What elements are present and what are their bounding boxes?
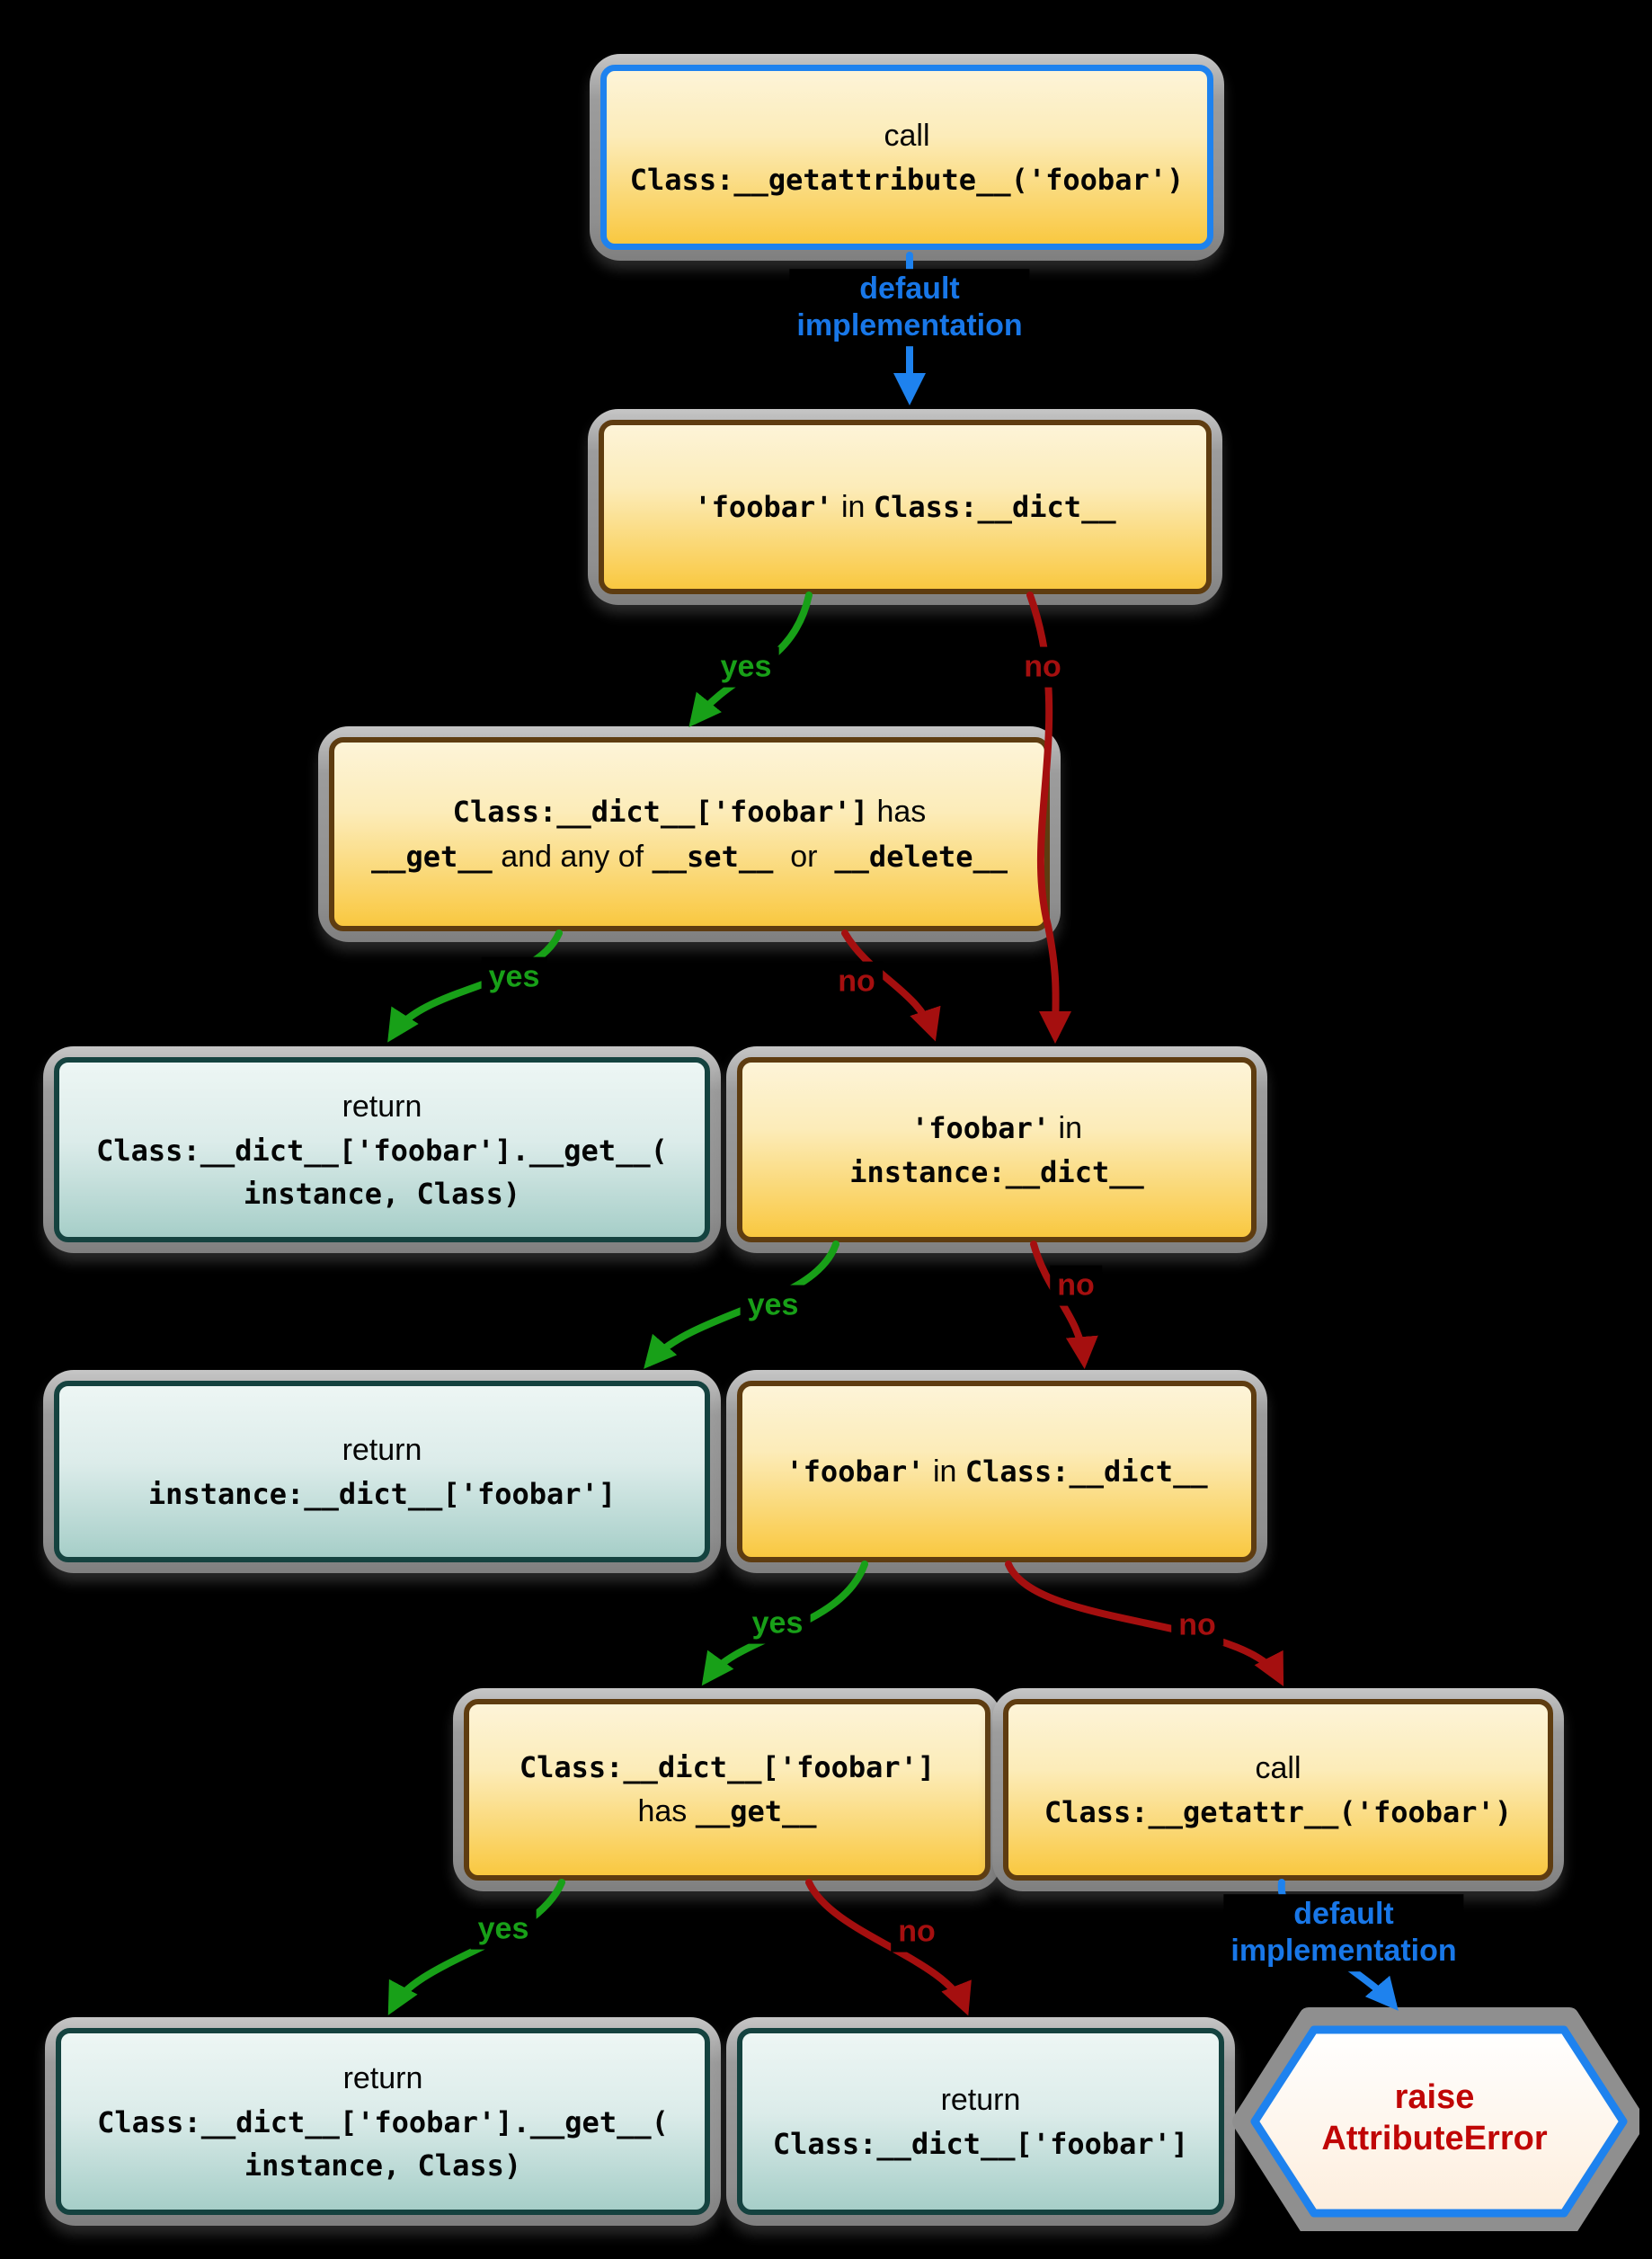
code-text: Class:__dict__['foobar'] (519, 1749, 936, 1784)
plain-text: in (832, 489, 874, 524)
plain-text: raise (1394, 2078, 1475, 2117)
plain-text: in (924, 1454, 965, 1489)
edge-label-default-2: default implementation (1223, 1894, 1464, 1971)
edge-label-no-4: no (1171, 1605, 1223, 1646)
code-text: Class:__dict__['foobar'].__get__( (96, 1134, 668, 1169)
code-text: Class:__dict__ (873, 489, 1116, 524)
plain-text: has (637, 1793, 696, 1828)
node-check-instance-dict-box: 'foobar' in instance:__dict__ (737, 1057, 1257, 1242)
edge-label-yes-2: yes (481, 956, 547, 998)
plain-text: return (342, 1432, 422, 1467)
code-text: __set__ (652, 840, 774, 874)
node-check-class-dict-2: 'foobar' in Class:__dict__ (726, 1370, 1267, 1573)
plain-text: return (940, 2082, 1021, 2117)
code-text: Class:__getattr__('foobar') (1044, 1795, 1513, 1830)
code-text: Class:__dict__['foobar'] (772, 2127, 1189, 2162)
node-return-instance-dict: return instance:__dict__['foobar'] (43, 1370, 721, 1573)
code-text: Class:__dict__ (964, 1454, 1208, 1489)
plain-text: call (884, 118, 930, 153)
hexagon-border (1250, 2025, 1628, 2218)
plain-text: call (1255, 1750, 1301, 1785)
node-raise-attribute-error (1232, 2007, 1639, 2231)
plain-text: AttributeError (1321, 2120, 1548, 2157)
node-check-nondata-descriptor: Class:__dict__['foobar']has __get__ (453, 1688, 1001, 1891)
code-text: __get__ (695, 1793, 817, 1828)
plain-text: in (1050, 1110, 1083, 1145)
code-text: Class:__getattribute__('foobar') (629, 163, 1185, 198)
node-check-instance-dict: 'foobar' in instance:__dict__ (726, 1046, 1267, 1253)
code-text: __delete__ (834, 840, 1008, 874)
code-text: 'foobar' (910, 1110, 1051, 1145)
node-return-instance-dict-box: return instance:__dict__['foobar'] (54, 1381, 710, 1562)
code-text: 'foobar' (694, 489, 833, 524)
code-text: instance:__dict__['foobar'] (147, 1477, 617, 1512)
code-text: instance, Class) (244, 2148, 522, 2183)
plain-text: return (342, 1089, 422, 1124)
code-text: instance, Class) (243, 1177, 521, 1212)
code-text: __get__ (370, 840, 493, 874)
node-check-nondata-descriptor-box: Class:__dict__['foobar']has __get__ (464, 1699, 990, 1881)
node-check-data-descriptor: Class:__dict__['foobar'] has __get__ and … (318, 726, 1061, 942)
plain-text: return (342, 2060, 423, 2095)
node-check-data-descriptor-box: Class:__dict__['foobar'] has __get__ and … (329, 737, 1050, 931)
code-text: 'foobar' (786, 1454, 925, 1489)
code-text: Class:__dict__['foobar'].__get__( (97, 2105, 669, 2140)
node-check-class-dict: 'foobar' in Class:__dict__ (588, 409, 1222, 605)
edge-label-no-5: no (891, 1911, 943, 1952)
edge-label-default-1: default implementation (789, 269, 1030, 346)
edge-no-4 (1005, 1561, 1284, 1686)
plain-text: and any of (492, 840, 653, 874)
node-check-class-dict-2-box: 'foobar' in Class:__dict__ (737, 1381, 1257, 1562)
edge-label-yes-4: yes (744, 1603, 811, 1644)
edge-label-no-2: no (830, 961, 883, 1002)
code-text: Class:__dict__['foobar'] (452, 794, 869, 829)
node-check-class-dict-box: 'foobar' in Class:__dict__ (599, 420, 1212, 594)
edge-label-yes-1: yes (713, 646, 779, 688)
edge-label-yes-3: yes (740, 1285, 806, 1326)
edge-label-no-1: no (1017, 646, 1069, 688)
code-text: instance:__dict__ (849, 1155, 1144, 1190)
plain-text: has (868, 794, 927, 829)
edge-label-no-3: no (1050, 1265, 1102, 1306)
edge-label-yes-5: yes (470, 1908, 537, 1950)
plain-text: or (773, 840, 835, 874)
